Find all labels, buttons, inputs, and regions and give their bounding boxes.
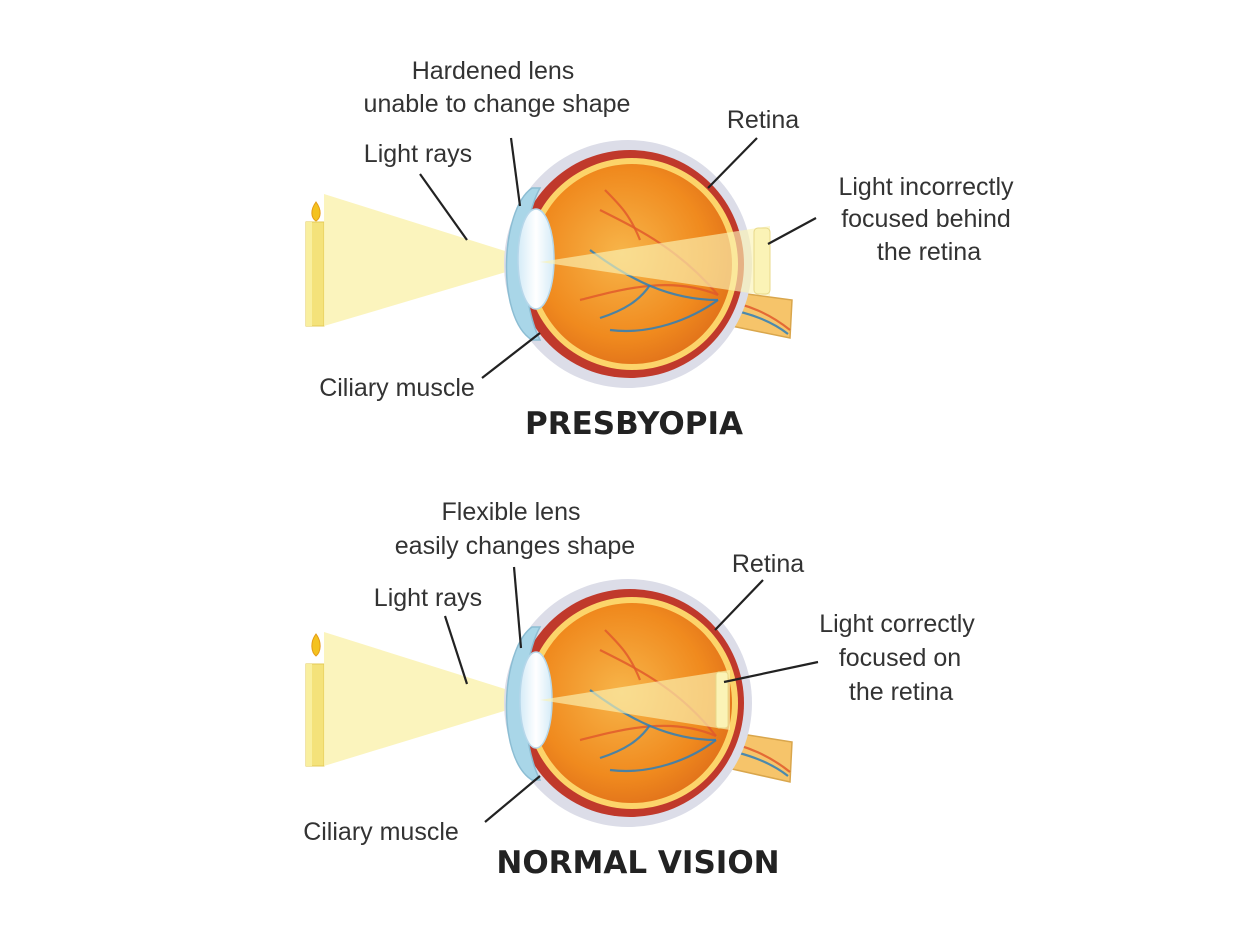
flame-icon	[311, 633, 321, 657]
diagram-title: NORMAL VISION	[496, 845, 779, 881]
focus-label-line3: the retina	[849, 678, 953, 706]
lens	[517, 208, 555, 310]
focus-label-line1: Light incorrectly	[838, 173, 1014, 201]
lens-label-line2: unable to change shape	[364, 90, 631, 118]
lens-label-line1: Hardened lens	[412, 57, 575, 85]
eye-icon	[504, 140, 793, 388]
candle-icon	[305, 633, 325, 767]
diagram-title: PRESBYOPIA	[525, 406, 743, 442]
presbyopia-diagram: Hardened lens unable to change shape Lig…	[305, 57, 1014, 442]
focus-label-line2: focused behind	[841, 205, 1011, 233]
candle-icon	[305, 201, 325, 327]
light-rays-label: Light rays	[374, 584, 482, 612]
retina-label: Retina	[727, 106, 799, 134]
light-beam	[324, 632, 540, 766]
focus-label-line3: the retina	[877, 238, 981, 266]
light-rays-label: Light rays	[364, 140, 472, 168]
light-beam	[324, 194, 540, 326]
focus-label-line1: Light correctly	[819, 610, 975, 638]
flame-icon	[311, 201, 321, 222]
eye-icon	[504, 579, 793, 827]
normal-vision-diagram: Flexible lens easily changes shape Light…	[303, 498, 975, 881]
focus-label-line2: focused on	[839, 644, 961, 672]
lens-label-line2: easily changes shape	[395, 532, 635, 560]
lens-label-line1: Flexible lens	[442, 498, 581, 526]
light-rays-inside	[540, 226, 770, 296]
retina-label: Retina	[732, 550, 804, 578]
ciliary-muscle-label: Ciliary muscle	[303, 818, 459, 846]
light-rays-inside	[540, 670, 730, 730]
ciliary-muscle-label: Ciliary muscle	[319, 374, 475, 402]
